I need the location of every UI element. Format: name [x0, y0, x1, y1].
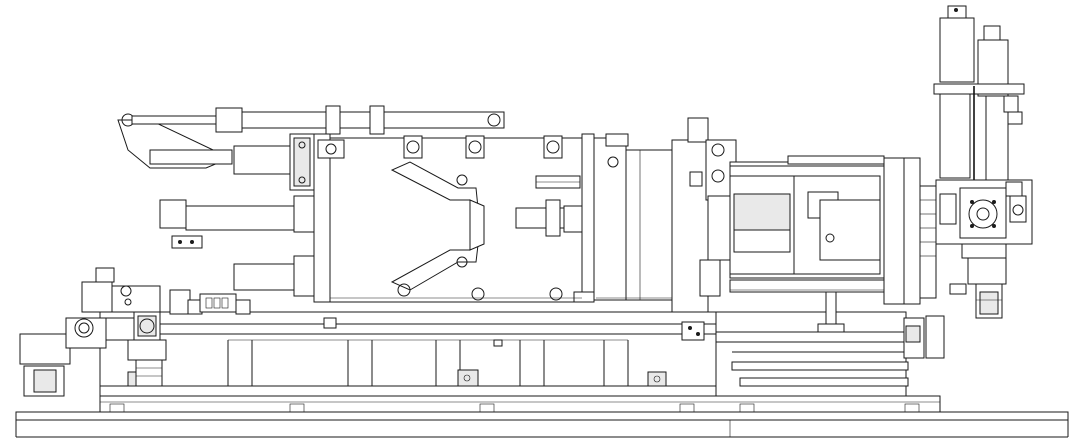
floor-base [15, 395, 1069, 438]
tie-bars [330, 289, 884, 299]
shot-cylinder-housing [729, 155, 889, 293]
hydraulic-pump-unit [19, 267, 251, 397]
accumulator-tanks [933, 5, 1025, 182]
toggle-mechanism [313, 133, 587, 303]
main-frame [99, 311, 717, 397]
injection-unit-front [671, 117, 737, 341]
closing-cylinder-block [159, 133, 315, 297]
fixed-platen [573, 133, 673, 303]
valve-manifold-block [935, 179, 1033, 319]
right-frame [715, 283, 945, 397]
ejector-cylinder [117, 105, 505, 169]
right-injection-package [883, 157, 937, 305]
